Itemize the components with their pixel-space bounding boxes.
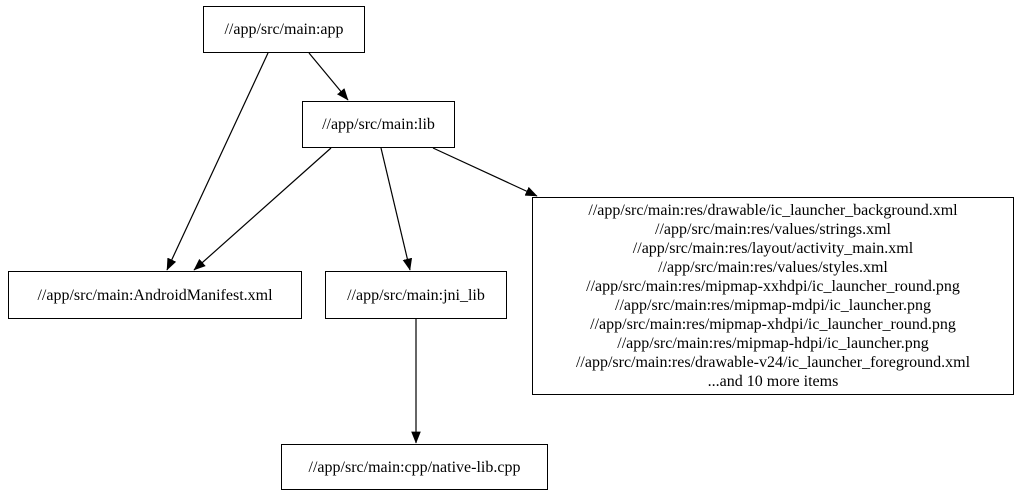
- res-group-line: //app/src/main:res/mipmap-xxhdpi/ic_laun…: [586, 278, 960, 295]
- res-group-line: //app/src/main:res/mipmap-mdpi/ic_launch…: [615, 297, 931, 314]
- node-app: //app/src/main:app: [203, 6, 365, 53]
- edge-app-to-lib: [308, 52, 349, 101]
- edge-app-to-android-manifest: [166, 52, 269, 271]
- node-app-label: //app/src/main:app: [224, 21, 344, 38]
- node-jni-lib: //app/src/main:jni_lib: [325, 271, 507, 319]
- node-native-lib-label: //app/src/main:cpp/native-lib.cpp: [308, 458, 521, 476]
- res-group-line: //app/src/main:res/values/styles.xml: [658, 259, 888, 276]
- node-android-manifest: //app/src/main:AndroidManifest.xml: [8, 271, 302, 319]
- node-lib-label: //app/src/main:lib: [322, 116, 435, 133]
- edge-lib-to-android-manifest: [193, 147, 332, 271]
- node-res-group: //app/src/main:res/drawable/ic_launcher_…: [532, 197, 1014, 395]
- res-group-line: //app/src/main:res/drawable-v24/ic_launc…: [575, 354, 971, 371]
- res-group-more-items: ...and 10 more items: [707, 373, 839, 390]
- node-native-lib: //app/src/main:cpp/native-lib.cpp: [281, 444, 548, 490]
- res-group-line: //app/src/main:res/mipmap-xhdpi/ic_launc…: [590, 316, 956, 333]
- res-group-line: //app/src/main:res/layout/activity_main.…: [632, 240, 914, 257]
- node-android-manifest-label: //app/src/main:AndroidManifest.xml: [37, 286, 273, 304]
- node-jni-lib-label: //app/src/main:jni_lib: [347, 286, 485, 304]
- res-group-line: //app/src/main:res/values/strings.xml: [655, 221, 891, 238]
- res-group-line: //app/src/main:res/drawable/ic_launcher_…: [588, 202, 958, 219]
- res-group-line: //app/src/main:res/mipmap-hdpi/ic_launch…: [617, 335, 929, 352]
- node-lib: //app/src/main:lib: [302, 101, 455, 148]
- edge-lib-to-jni-lib: [380, 147, 413, 271]
- edge-lib-to-res-group: [432, 147, 538, 197]
